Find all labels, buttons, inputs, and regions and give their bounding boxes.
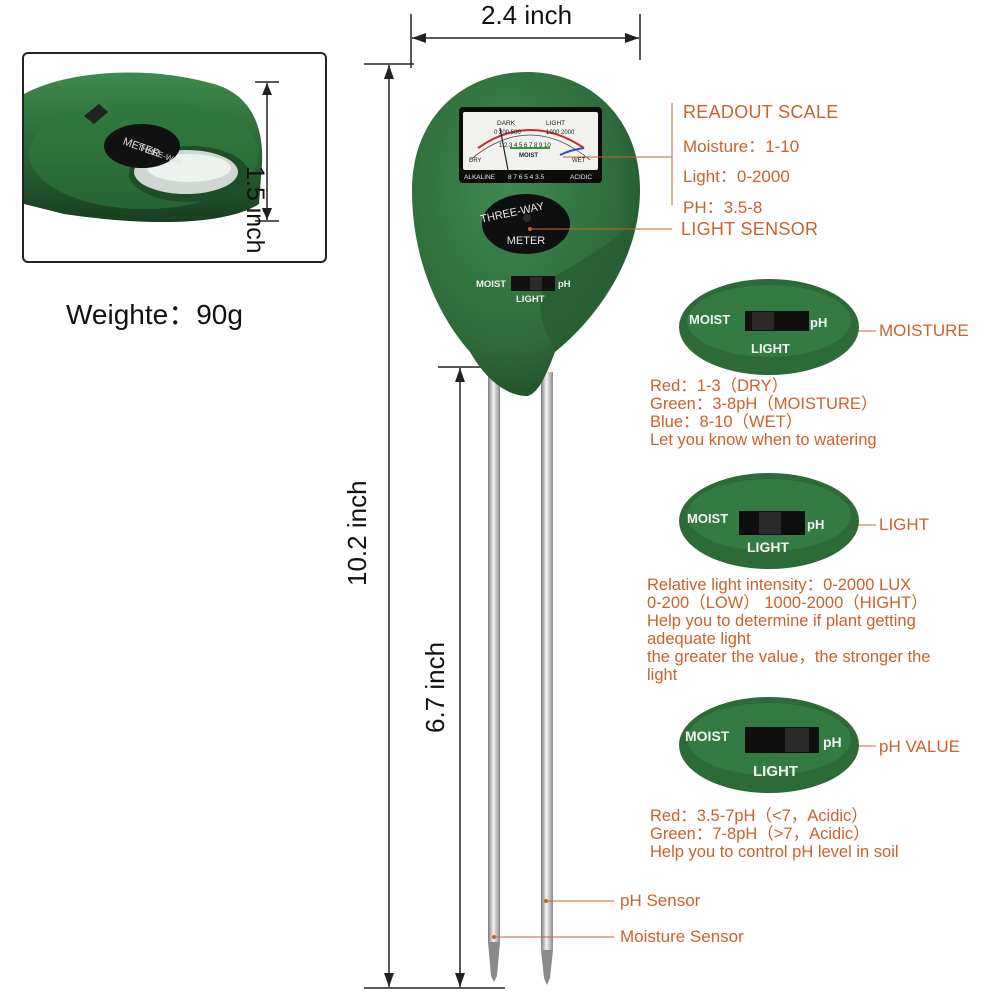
mode1-note-4: Let you know when to watering	[650, 431, 877, 449]
dial-dark-label: DARK	[497, 120, 516, 127]
switch-moist-label: MOIST	[476, 279, 506, 290]
width-label: 2.4 inch	[481, 0, 573, 30]
mode3-moist: MOIST	[685, 728, 730, 744]
dial-alkaline-label: ALKALINE	[464, 174, 496, 181]
mode2-tag: LIGHT	[879, 515, 930, 534]
light-sensor-icon	[523, 214, 531, 222]
mode1-tag: MOISTURE	[879, 321, 969, 340]
mode3-ph: pH	[823, 734, 842, 750]
dial-acidic-label: ACIDIC	[570, 174, 592, 181]
switch-light-label: LIGHT	[516, 294, 545, 305]
dial-ph-ticks: 8 7 6 5 4 3.5	[508, 174, 545, 181]
dial-needle	[499, 127, 509, 171]
meter-logo-badge	[482, 194, 570, 254]
mode1-notes: Red：1-3（DRY） Green：3-8pH（MOISTURE） Blue：…	[650, 377, 877, 449]
switch-ph-label: pH	[558, 279, 571, 290]
inset-frame: METER THREE-WAY 1.5 inch	[22, 52, 327, 263]
ph-range: PH：3.5-8	[683, 198, 763, 217]
moisture-probe	[488, 372, 500, 942]
dial-moist-label: MOIST	[519, 153, 538, 159]
readout-scale-title: READOUT SCALE	[683, 102, 839, 122]
mode1-note-2: Green：3-8pH（MOISTURE）	[650, 395, 878, 413]
mode1-note-3: Blue：8-10（WET）	[650, 413, 803, 431]
mode2-note-4: adequate light	[647, 630, 751, 648]
mode3-note-2: Green：7-8pH（>7，Acidic）	[650, 825, 870, 843]
light-sensor-callout: LIGHT SENSOR	[681, 219, 819, 239]
mode2-moist: MOIST	[687, 511, 728, 526]
mode3-note-1: Red：3.5-7pH（<7，Acidic）	[650, 807, 868, 825]
mode1-moist: MOIST	[689, 312, 730, 327]
mode2-note-3: Help you to determine if plant getting	[647, 612, 916, 630]
dial-light-ticks: 0 200 500	[494, 130, 521, 136]
mode1-note-1: Red：1-3（DRY）	[650, 377, 789, 395]
mode3-notes: Red：3.5-7pH（<7，Acidic） Green：7-8pH（>7，Ac…	[650, 807, 899, 861]
dial-light-label: LIGHT	[546, 120, 565, 127]
mode2-notes: Relative light intensity：0-2000 LUX 0-20…	[647, 576, 930, 684]
light-range: Light：0-2000	[683, 167, 790, 186]
mode3-note-3: Help you to control pH level in soil	[650, 843, 899, 861]
mode1-light: LIGHT	[751, 341, 790, 356]
dial-wet-label: WET	[572, 158, 586, 164]
dial-dry-label: DRY	[469, 158, 482, 164]
mode2-ph: pH	[807, 517, 824, 532]
mode-moisture-closeup: MOIST pH LIGHT	[679, 279, 859, 375]
weight-label: Weighte：90g	[66, 299, 243, 330]
mode-light-closeup: MOIST pH LIGHT	[679, 473, 859, 569]
moisture-sensor-callout: Moisture Sensor	[620, 927, 744, 946]
mode2-note-6: light	[647, 666, 678, 684]
mode1-ph: pH	[810, 315, 827, 330]
inset-height-arrow	[255, 81, 279, 222]
mode2-light: LIGHT	[747, 539, 789, 555]
inset-meter-closeup: METER THREE-WAY	[24, 72, 263, 223]
dial-moist-ticks: 1 2 3 4 5 6 7 8 9 10	[499, 143, 551, 149]
mode2-note-5: the greater the value，the stronger the	[647, 648, 931, 666]
dial-light-ticks-hi: 1000 2000	[546, 130, 575, 136]
mode2-note-1: Relative light intensity：0-2000 LUX	[647, 576, 912, 594]
mode2-note-2: 0-200（LOW） 1000-2000（HIGHT）	[647, 594, 928, 612]
moisture-range: Moisture：1-10	[683, 137, 800, 156]
mode-ph-closeup: MOIST pH LIGHT	[679, 697, 859, 793]
ph-probe	[541, 372, 553, 950]
ph-sensor-callout: pH Sensor	[620, 891, 701, 910]
mode3-light: LIGHT	[753, 763, 798, 780]
mode3-tag: pH VALUE	[879, 737, 960, 756]
logo-line-2: METER	[507, 235, 546, 247]
